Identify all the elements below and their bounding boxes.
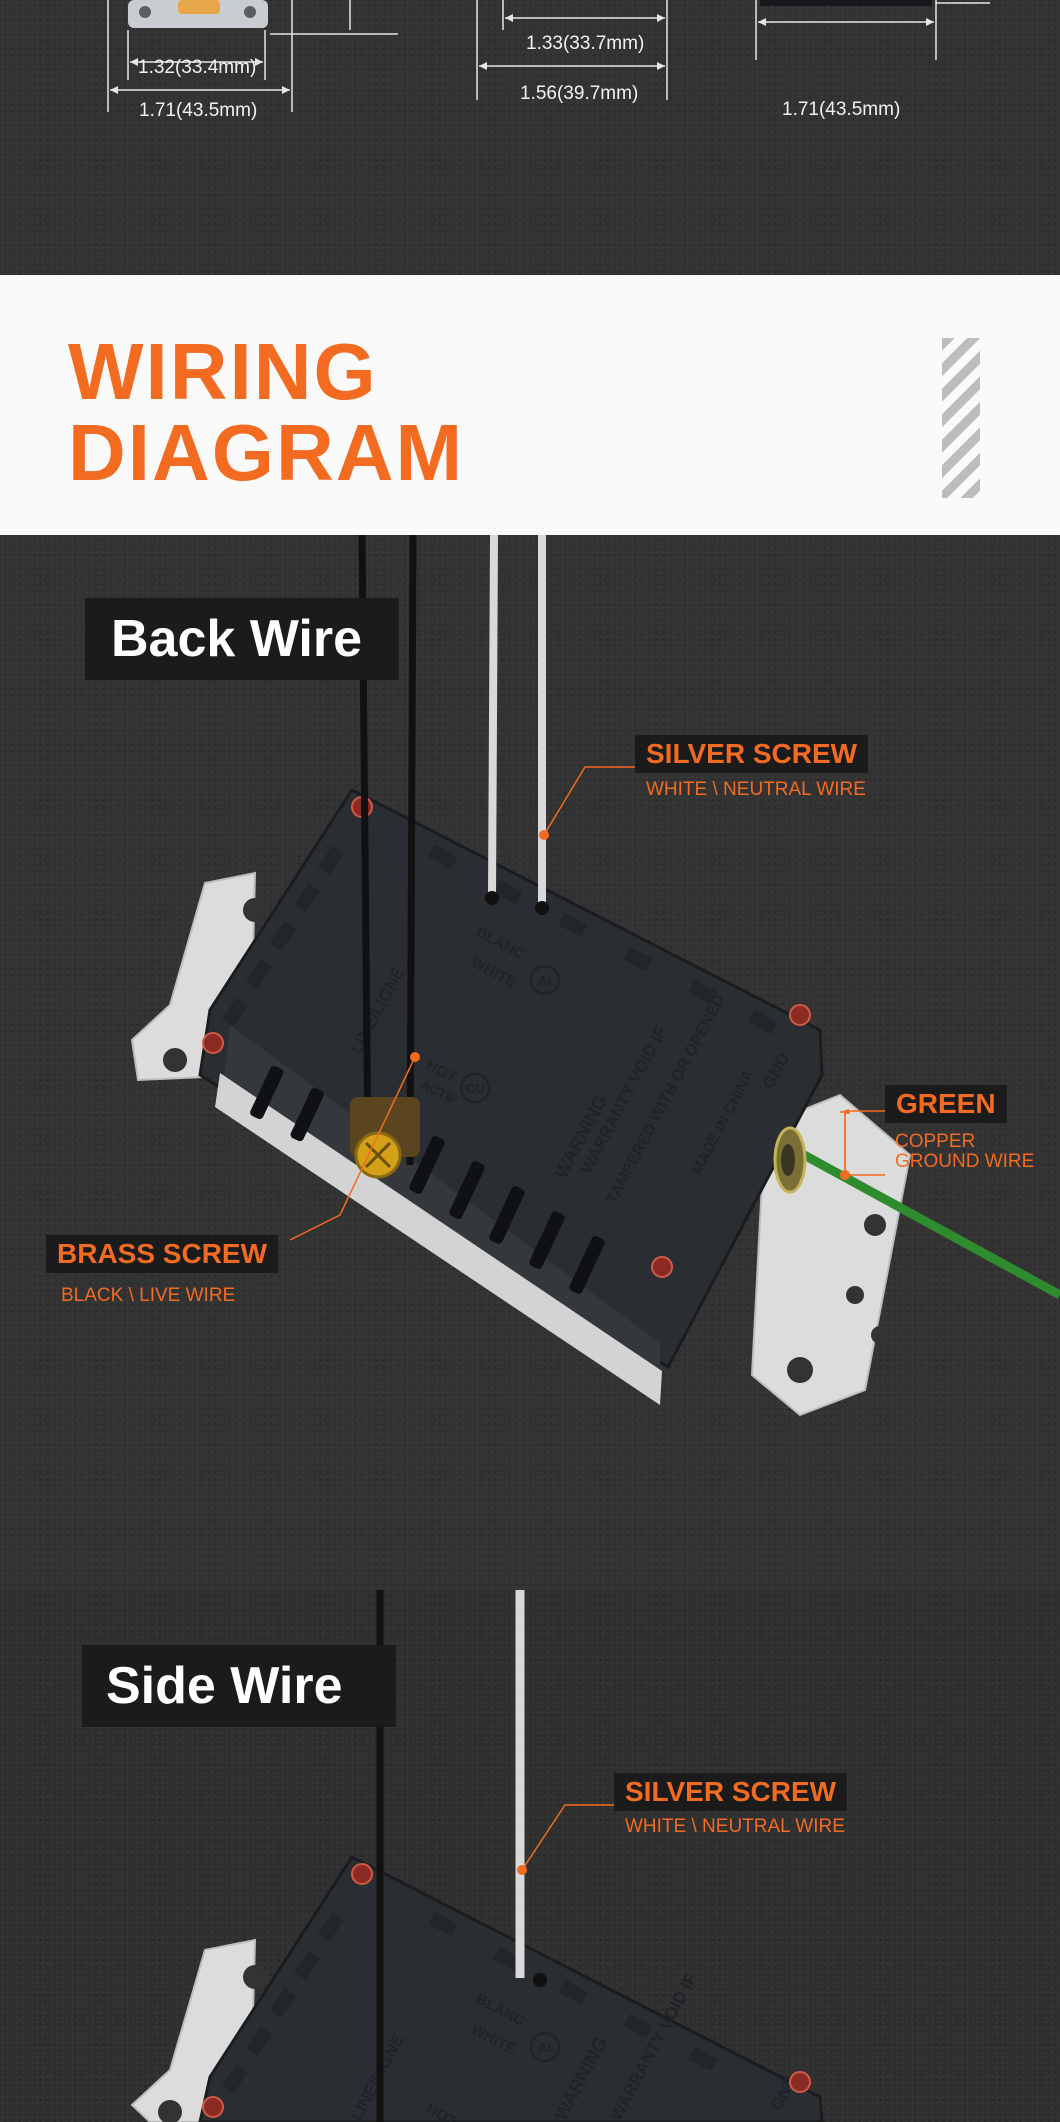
screw-left bbox=[202, 1032, 224, 1054]
side-outer-dimension: 1.56(39.7mm) bbox=[520, 83, 639, 104]
wires bbox=[358, 535, 1060, 1299]
silver-callout-dot bbox=[539, 830, 549, 840]
side-silver-screw-subtitle: WHITE \ NEUTRAL WIRE bbox=[625, 1816, 845, 1837]
wiring-diagram-header: WIRING DIAGRAM bbox=[0, 275, 1060, 535]
side-inner-dimension: 1.33(33.7mm) bbox=[526, 33, 645, 54]
green-title: GREEN bbox=[885, 1085, 1007, 1123]
brass-callout-dot bbox=[410, 1052, 420, 1062]
green-subtitle-line-2: GROUND WIRE bbox=[895, 1151, 1035, 1172]
green-subtitle-line-1: COPPER bbox=[895, 1131, 976, 1152]
silver-screw-subtitle: WHITE \ NEUTRAL WIRE bbox=[646, 779, 866, 800]
back-outer-dimension: 1.71(43.5mm) bbox=[782, 99, 901, 120]
receptacle-body: WHITE BLANC LINE/LIGNE HOT ACTIF WARNING… bbox=[198, 788, 824, 1405]
back-wire-tag: Back Wire bbox=[85, 598, 399, 680]
side-emboss-al: AL bbox=[538, 2040, 555, 2055]
receptacle-face-thumb bbox=[178, 0, 220, 14]
emboss-al: AL bbox=[538, 973, 555, 988]
ground-screw bbox=[773, 1126, 807, 1194]
side-silver-callout-dot bbox=[517, 1865, 527, 1875]
silver-screw-title: SILVER SCREW bbox=[635, 735, 869, 773]
title-line-1: WIRING bbox=[68, 327, 378, 416]
dimension-section: 1.32(33.4mm) 1.71(43.5mm) 1.33(33.7mm) 1… bbox=[0, 0, 1060, 275]
dimension-lines bbox=[107, 0, 990, 112]
screw-bottom bbox=[651, 1256, 673, 1278]
side-wire-illustration: WHITE BLANC LINE/LIGNE HOT WARNING WARRA… bbox=[130, 1590, 824, 2122]
front-outer-dimension: 1.71(43.5mm) bbox=[139, 100, 258, 121]
side-receptacle-body bbox=[198, 1855, 824, 2122]
brass-screw-subtitle: BLACK \ LIVE WIRE bbox=[61, 1285, 236, 1306]
brass-screw bbox=[350, 1097, 420, 1179]
green-callout-dot bbox=[840, 1170, 850, 1180]
front-inner-dimension: 1.32(33.4mm) bbox=[138, 57, 257, 78]
screw-right bbox=[789, 1004, 811, 1026]
emboss-cu: CU bbox=[466, 1081, 485, 1096]
side-silver-screw-title: SILVER SCREW bbox=[614, 1773, 848, 1811]
title-line-2: DIAGRAM bbox=[68, 408, 465, 497]
side-wire-tag: Side Wire bbox=[82, 1645, 396, 1727]
side-wire-section: WHITE BLANC LINE/LIGNE HOT WARNING WARRA… bbox=[0, 1590, 1060, 2122]
decorative-stripes bbox=[942, 338, 980, 498]
back-wire-illustration: WHITE BLANC LINE/LIGNE HOT ACTIF WARNING… bbox=[130, 535, 1060, 1417]
brass-screw-title: BRASS SCREW bbox=[46, 1235, 279, 1273]
back-wire-section: WHITE BLANC LINE/LIGNE HOT ACTIF WARNING… bbox=[0, 535, 1060, 1590]
